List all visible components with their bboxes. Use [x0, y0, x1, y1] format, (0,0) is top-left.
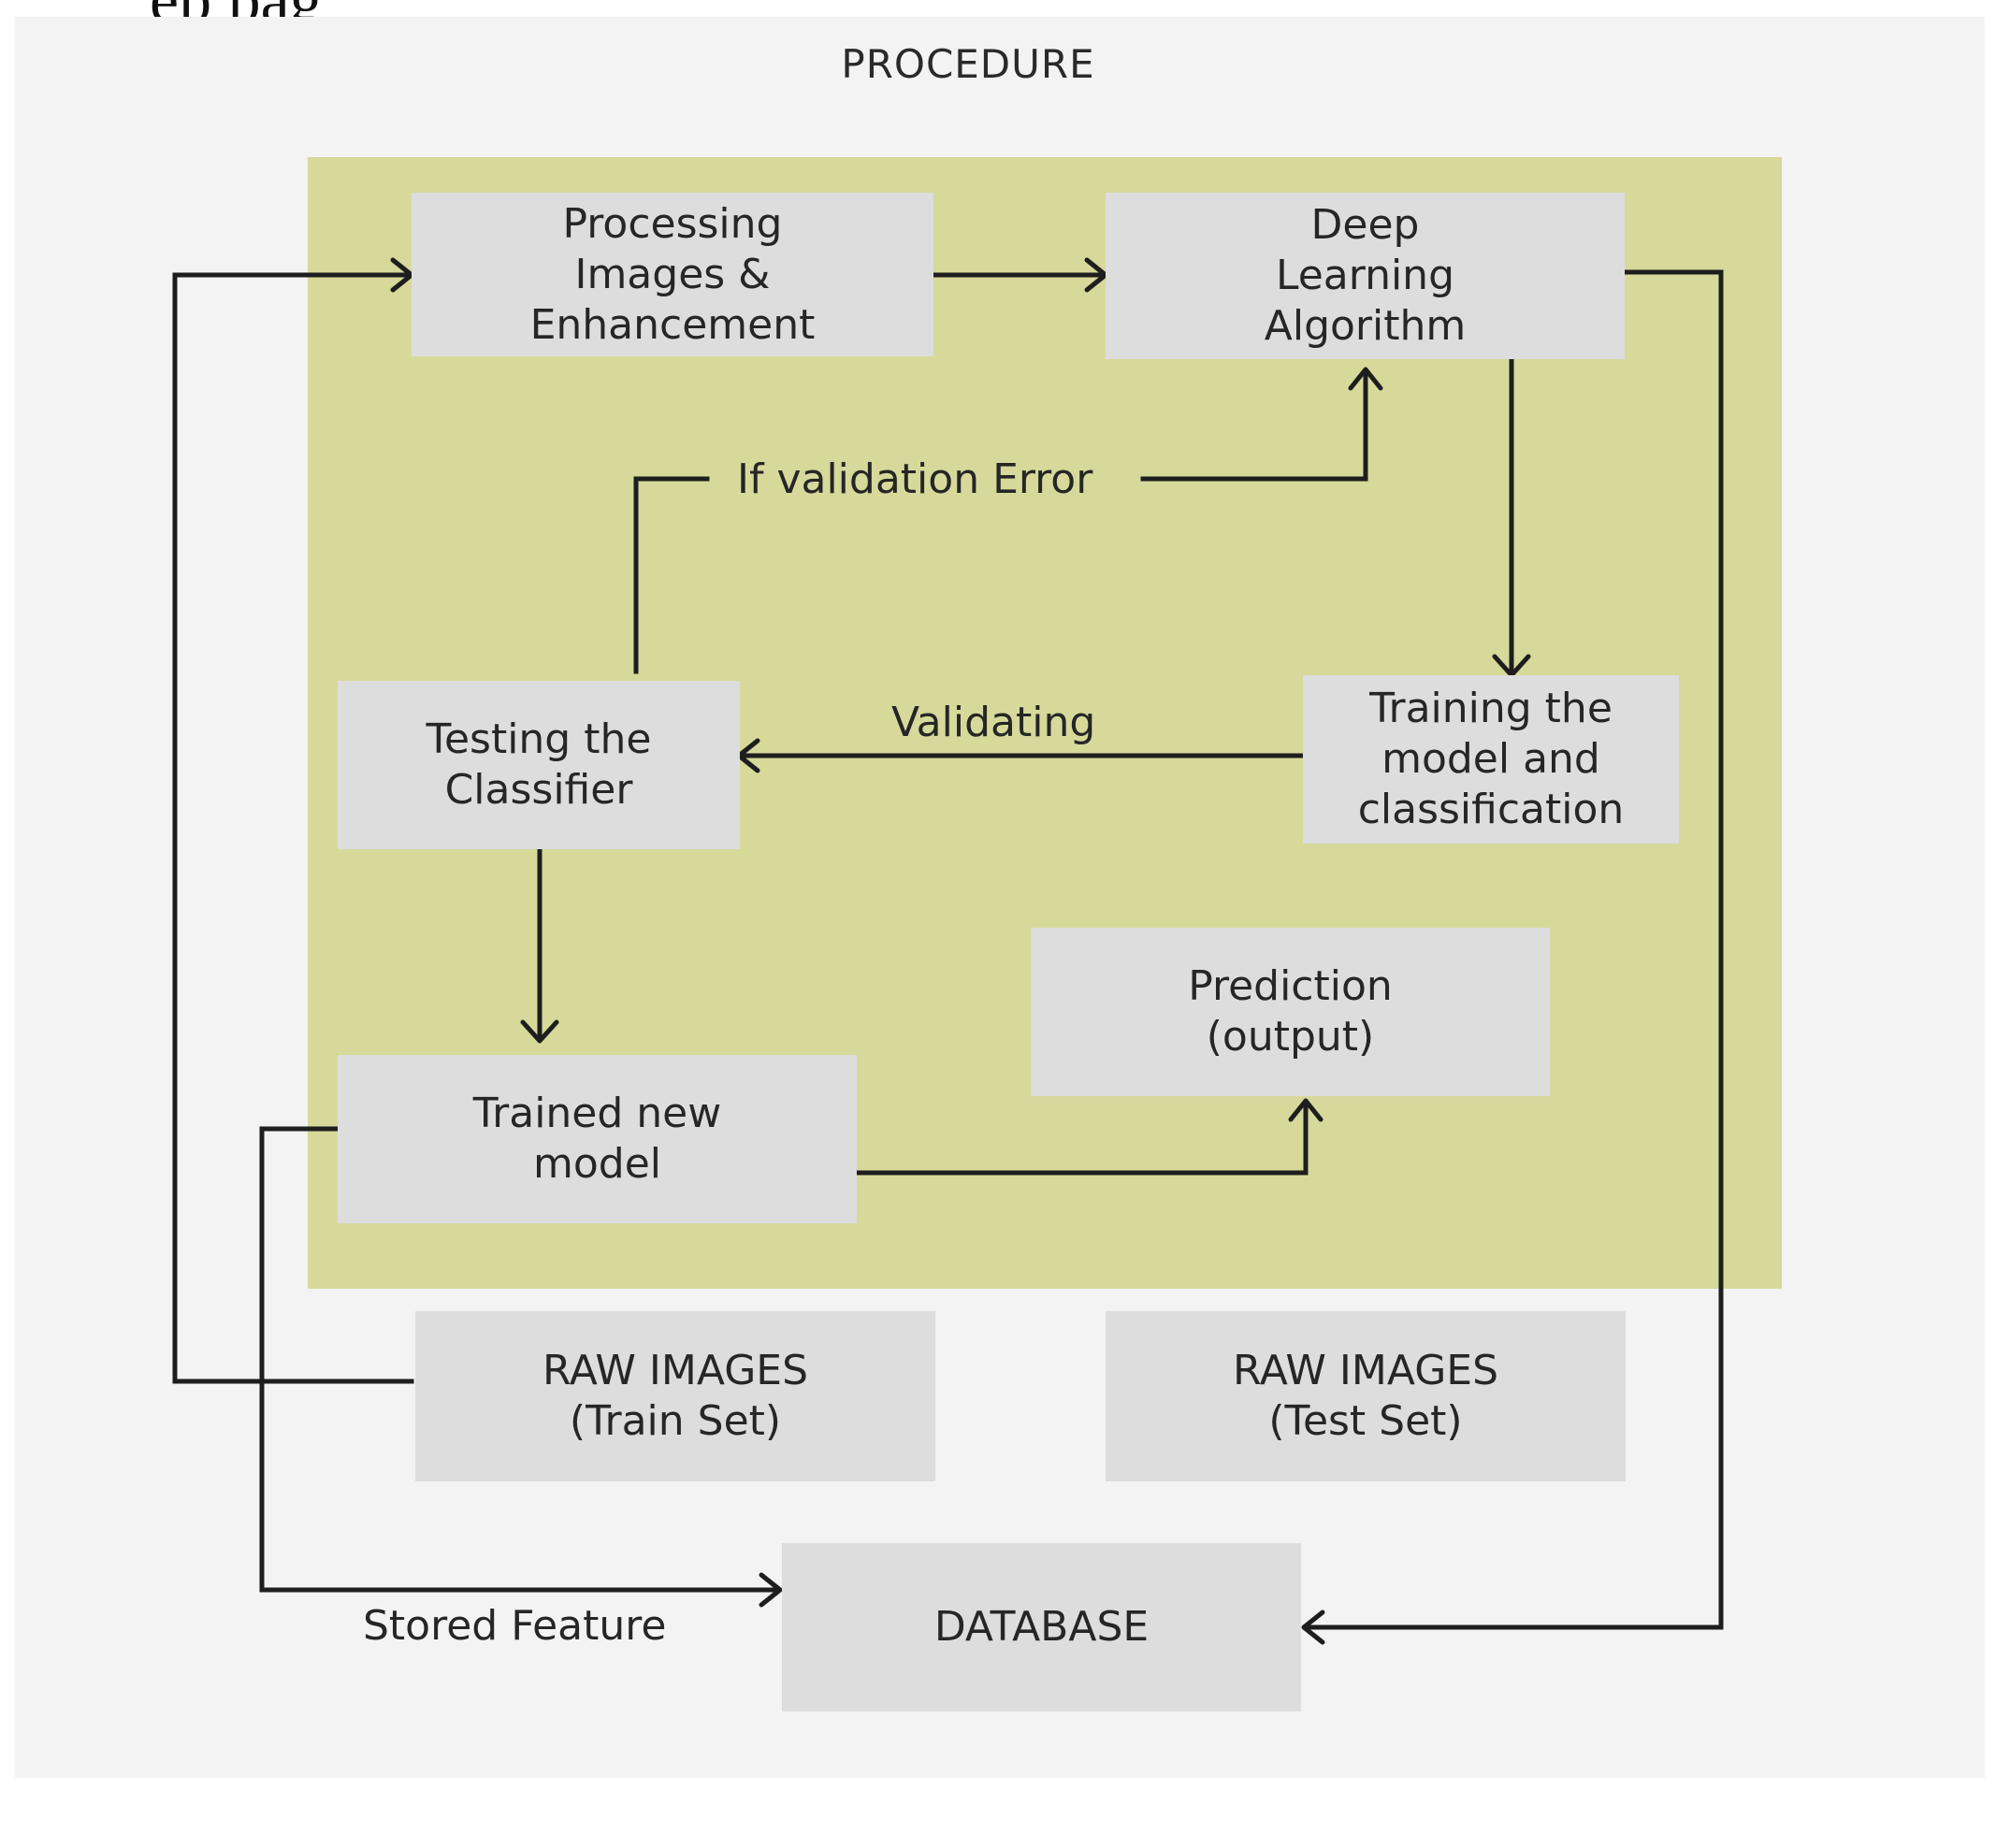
- edge-validation-error-left: [633, 476, 710, 674]
- node-trained-new-model-label: Trained new model: [472, 1090, 722, 1188]
- edge-label-validation-error-text: If validation Error: [730, 455, 1101, 503]
- node-prediction-output: Prediction (output): [1031, 928, 1550, 1096]
- node-deep-learning-algorithm: Deep Learning Algorithm: [1106, 193, 1625, 359]
- node-testing-classifier-label: Testing the Classifier: [426, 715, 652, 814]
- arrowhead-prediction: [1288, 1098, 1323, 1122]
- arrowhead-database-left: [759, 1572, 783, 1608]
- edge-validation-error-right: [1140, 368, 1368, 482]
- node-processing-images-label: Processing Images & Enhancement: [529, 199, 816, 349]
- node-raw-images-test-label: RAW IMAGES (Test Set): [1232, 1347, 1499, 1445]
- edge-label-stored-feature: Stored Feature: [363, 1601, 666, 1652]
- node-testing-classifier: Testing the Classifier: [338, 681, 740, 849]
- node-training-model-label: Training the model and classification: [1357, 685, 1625, 833]
- edge-trained-model-to-prediction: [854, 1100, 1309, 1176]
- node-database: DATABASE: [782, 1543, 1301, 1711]
- node-processing-images: Processing Images & Enhancement: [412, 193, 933, 356]
- edge-label-validating: Validating: [891, 698, 1095, 748]
- edge-deep-learning-to-database: [1303, 269, 1724, 1630]
- edge-label-stored-feature-text: Stored Feature: [363, 1602, 667, 1650]
- node-trained-new-model: Trained new model: [338, 1055, 857, 1223]
- node-raw-images-test: RAW IMAGES (Test Set): [1106, 1311, 1626, 1481]
- edge-raw-train-to-processing: [172, 272, 414, 1384]
- edge-label-validation-error: If validation Error: [730, 455, 1101, 505]
- node-raw-images-train-label: RAW IMAGES (Train Set): [542, 1347, 809, 1445]
- node-training-model: Training the model and classification: [1303, 675, 1679, 844]
- node-database-label: DATABASE: [933, 1603, 1150, 1651]
- edge-trained-model-to-database: [259, 1126, 781, 1593]
- arrowhead-deep-learning-bottom: [1348, 367, 1383, 391]
- node-raw-images-train: RAW IMAGES (Train Set): [415, 1311, 935, 1481]
- node-deep-learning-algorithm-label: Deep Learning Algorithm: [1264, 201, 1467, 350]
- node-prediction-output-label: Prediction (output): [1188, 962, 1393, 1061]
- arrowhead-trained-model: [520, 1019, 559, 1044]
- diagram-title: PROCEDURE: [841, 41, 1095, 87]
- edge-label-validating-text: Validating: [891, 699, 1096, 746]
- arrowhead-database-right: [1301, 1610, 1325, 1645]
